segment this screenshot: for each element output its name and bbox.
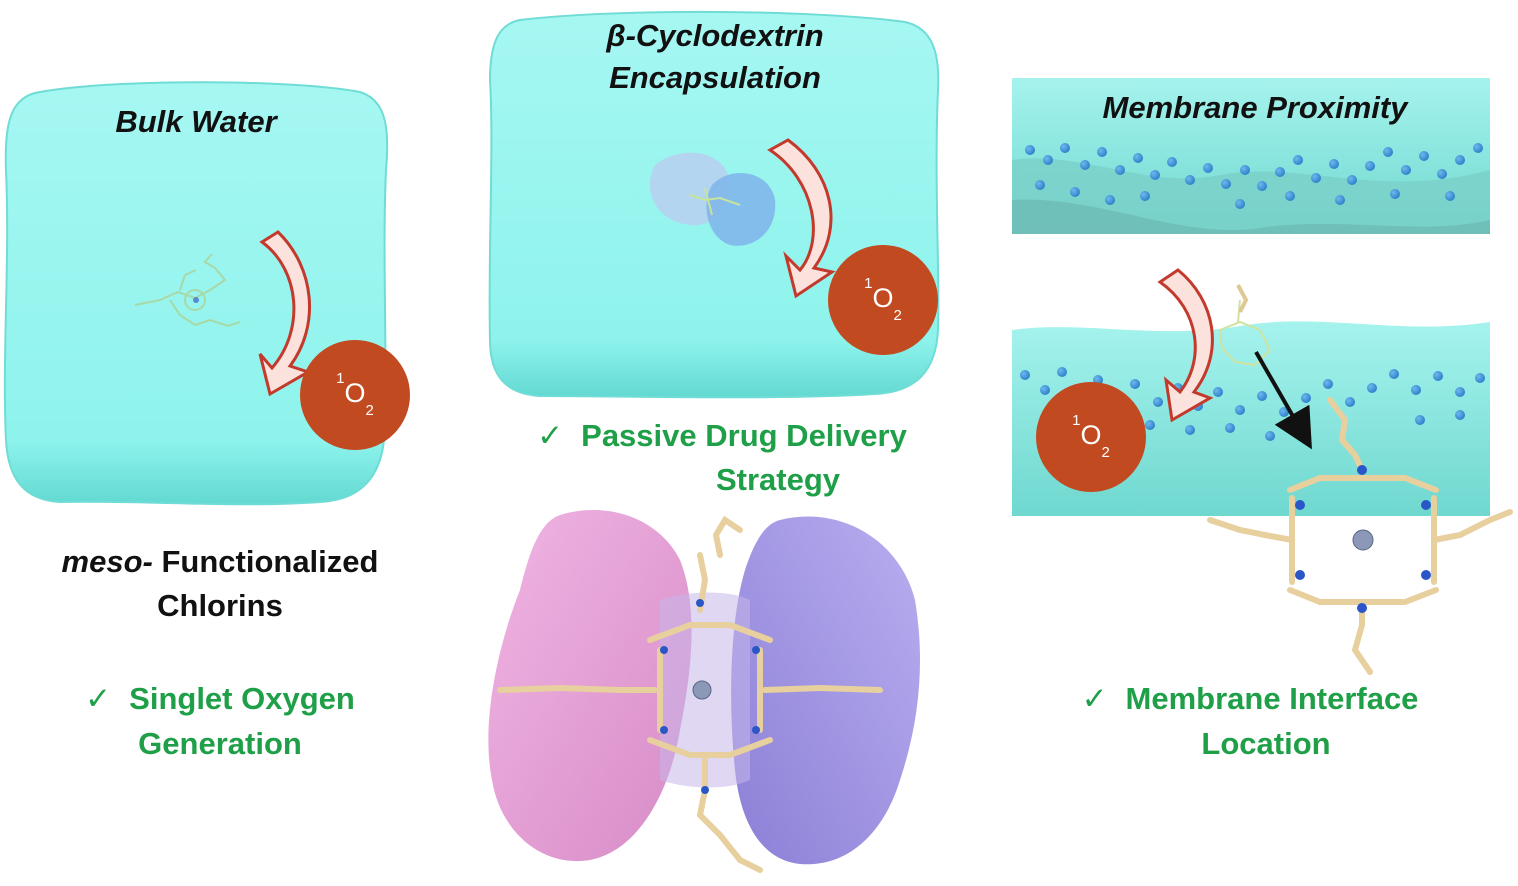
curved-arrow-icon (258, 230, 312, 397)
check-text: Passive Drug Delivery (581, 418, 907, 453)
membrane-check-line1: ✓ Membrane Interface (1030, 677, 1470, 721)
porphyrin-molecule-icon (497, 515, 883, 873)
molecule-label-line2: Chlorins (157, 588, 283, 623)
small-cyclodextrin-complex-icon (649, 152, 776, 246)
o2-superscript: 1 (1072, 411, 1081, 429)
o2-subscript: 2 (1101, 444, 1110, 462)
lipid-headgroups-top (1025, 143, 1483, 209)
porphyrin-molecule-icon (134, 253, 241, 328)
check-text: Membrane Interface (1125, 681, 1419, 716)
singlet-oxygen-icon: 1O2 (300, 340, 410, 450)
singlet-oxygen-check-line2: Generation (138, 726, 302, 761)
singlet-oxygen-check-line1: ✓ Singlet Oxygen (20, 677, 420, 721)
molecule-label-rest: Functionalized (152, 544, 379, 579)
membrane-title: Membrane Proximity (1102, 90, 1408, 125)
o2-symbol: O (344, 377, 366, 408)
drug-delivery-check-line1: ✓ Passive Drug Delivery (472, 414, 972, 458)
o2-subscript: 2 (365, 402, 374, 420)
o2-superscript: 1 (864, 274, 873, 292)
molecule-label-italic: meso- (61, 544, 153, 579)
zoom-arrow-icon (1254, 351, 1312, 450)
curved-arrow-icon (767, 138, 836, 299)
o2-symbol: O (1080, 419, 1102, 450)
membrane-top-slab (1012, 78, 1490, 234)
membrane-check-line2: Location (1201, 726, 1331, 761)
small-porphyrin-molecule-icon (1218, 284, 1272, 367)
o2-subscript: 2 (893, 307, 902, 325)
check-icon: ✓ (537, 418, 564, 454)
porphyrin-molecule-icon (1207, 397, 1513, 675)
drug-delivery-check-line2: Strategy (715, 462, 841, 497)
bulk-water-title: Bulk Water (115, 104, 277, 139)
check-icon: ✓ (1081, 681, 1108, 717)
check-icon: ✓ (85, 681, 112, 717)
singlet-oxygen-icon: 1O2 (828, 245, 938, 355)
singlet-oxygen-icon: 1O2 (1036, 382, 1146, 492)
o2-superscript: 1 (336, 369, 345, 387)
lipid-headgroups-bottom (1020, 367, 1485, 441)
molecule-label-line1: meso- Functionalized (10, 540, 430, 584)
bulk-water-box (3, 81, 389, 506)
check-text: Singlet Oxygen (129, 681, 355, 716)
o2-symbol: O (872, 282, 894, 313)
cyclodextrin-title-line2: Encapsulation (609, 60, 821, 95)
curved-arrow-icon (1157, 268, 1214, 423)
cyclodextrin-title-line1: β-Cyclodextrin (606, 18, 824, 53)
